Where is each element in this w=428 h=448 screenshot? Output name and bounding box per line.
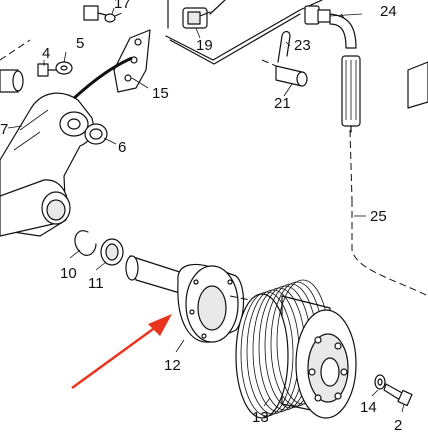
label-7: 7 bbox=[0, 121, 8, 138]
part-11-bearing bbox=[100, 238, 124, 266]
label-15: 15 bbox=[152, 85, 169, 102]
part-23-hairpin bbox=[277, 30, 291, 63]
upper-shaft-stub bbox=[0, 39, 31, 93]
arm-roller bbox=[0, 179, 71, 237]
pointer-arrow bbox=[71, 314, 172, 390]
label-11: 11 bbox=[88, 275, 104, 292]
label-19: 19 bbox=[196, 37, 213, 54]
part-labels: 17 4 5 7 6 15 19 23 21 24 25 10 11 12 13… bbox=[0, 0, 402, 434]
part-25-belt-path bbox=[229, 200, 428, 301]
label-6: 6 bbox=[118, 139, 126, 156]
part-13-pulley bbox=[235, 279, 357, 419]
part-19-clip bbox=[182, 7, 211, 29]
part-21-pin bbox=[261, 59, 308, 87]
label-12: 12 bbox=[164, 357, 181, 374]
housing-frame bbox=[165, 0, 353, 201]
label-14: 14 bbox=[360, 399, 377, 416]
part-24-hose bbox=[304, 5, 361, 133]
label-4: 4 bbox=[42, 45, 50, 62]
part-5-nut bbox=[55, 61, 73, 75]
part-12-flanged-shaft bbox=[125, 255, 245, 343]
label-5: 5 bbox=[76, 35, 84, 52]
part-2-bolt bbox=[383, 383, 413, 407]
part-15-bracket bbox=[70, 29, 151, 102]
label-10: 10 bbox=[60, 265, 77, 282]
label-23: 23 bbox=[294, 37, 311, 54]
label-13: 13 bbox=[252, 409, 269, 426]
label-25: 25 bbox=[370, 208, 387, 225]
label-21: 21 bbox=[274, 95, 291, 112]
leader-lines bbox=[7, 7, 405, 413]
part-6-ring bbox=[84, 123, 108, 145]
part-17-bolt bbox=[83, 5, 125, 23]
part-10-snapring bbox=[74, 230, 97, 256]
label-2: 2 bbox=[394, 417, 402, 434]
label-24: 24 bbox=[380, 3, 397, 20]
right-side-block bbox=[407, 61, 428, 109]
label-17: 17 bbox=[114, 0, 131, 12]
part-14-washer bbox=[374, 374, 386, 390]
